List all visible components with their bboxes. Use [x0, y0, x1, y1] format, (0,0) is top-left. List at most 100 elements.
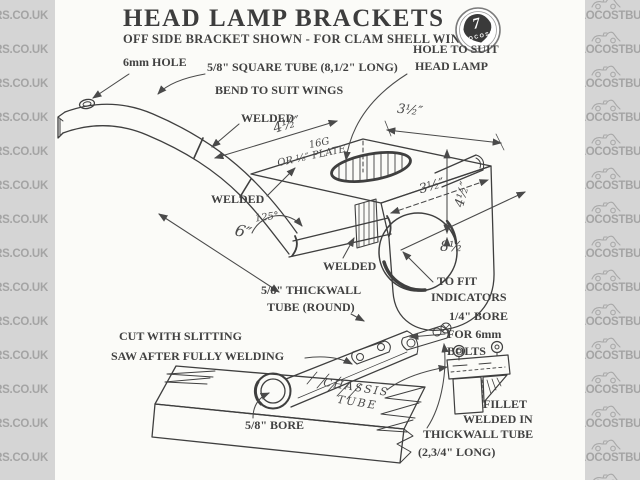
- watermark-text: LOCOSTBUILDERS.CO.UK: [0, 451, 48, 465]
- watermark-text: LOCOSTBUILDERS.CO.UK: [0, 383, 48, 397]
- dimension-lines: [92, 73, 526, 429]
- watermark-tile: LOCOSTBUILDERS.CO.UK: [577, 470, 640, 480]
- watermark-text: LOCOSTBUILDERS.CO.UK: [0, 349, 48, 363]
- label-thickwall-round-2: TUBE (ROUND): [267, 300, 355, 314]
- fillet-detail-drawing: [446, 340, 511, 415]
- watermark-tile: LOCOSTBUILDERS.CO.UK: [0, 436, 73, 470]
- watermark-tile: LOCOSTBUILDERS.CO.UK: [577, 334, 640, 368]
- label-hole-to-suit-1: HOLE TO SUIT: [413, 42, 499, 56]
- watermark-tile: LOCOSTBUILDERS.CO.UK: [577, 436, 640, 470]
- watermark-text: LOCOSTBUILDERS.CO.UK: [0, 9, 48, 23]
- watermark-tile: LOCOSTBUILDERS.CO.UK: [577, 62, 640, 96]
- label-fillet-2: WELDED IN: [463, 412, 533, 426]
- watermark-text: LOCOSTBUILDERS.CO.UK: [0, 247, 48, 261]
- watermark-text: LOCOSTBUILDERS.CO.UK: [579, 451, 640, 465]
- label-thickwall-tube-2: (2,3/4" LONG): [418, 445, 496, 459]
- watermark-text: LOCOSTBUILDERS.CO.UK: [579, 43, 640, 57]
- watermark-tile: LOCOSTBUILDERS.CO.UK: [0, 402, 73, 436]
- watermark-tile: LOCOSTBUILDERS.CO.UK: [577, 402, 640, 436]
- watermark-tile: LOCOSTBUILDERS.CO.UK: [0, 198, 73, 232]
- watermark-text: LOCOSTBUILDERS.CO.UK: [579, 77, 640, 91]
- watermark-text: LOCOSTBUILDERS.CO.UK: [0, 145, 48, 159]
- watermark-car-icon: [591, 65, 621, 78]
- watermark-tile: LOCOSTBUILDERS.CO.UK: [0, 96, 73, 130]
- watermark-tile: LOCOSTBUILDERS.CO.UK: [577, 28, 640, 62]
- label-to-fit-2: INDICATORS: [431, 290, 507, 304]
- watermark-tile: LOCOSTBUILDERS.CO.UK: [0, 164, 73, 198]
- watermark-text: LOCOSTBUILDERS.CO.UK: [579, 9, 640, 23]
- label-thickwall-round-1: 5/8" THICKWALL: [261, 283, 362, 297]
- watermark-car-icon: [593, 473, 618, 480]
- label-square-tube: 5/8" SQUARE TUBE (8,1/2" LONG): [207, 60, 398, 74]
- page-title: HEAD LAMP BRACKETS: [123, 5, 445, 32]
- watermark-car-icon: [591, 337, 621, 350]
- label-thickwall-tube-1: THICKWALL TUBE: [423, 427, 534, 441]
- watermark-tile: LOCOSTBUILDERS.CO.UK: [0, 62, 73, 96]
- watermark-tile: LOCOSTBUILDERS.CO.UK: [0, 266, 73, 300]
- watermark-tile: LOCOSTBUILDERS.CO.UK: [577, 368, 640, 402]
- label-hole-to-suit-2: HEAD LAMP: [415, 59, 488, 73]
- watermark-text: LOCOSTBUILDERS.CO.UK: [579, 349, 640, 363]
- watermark-car-icon: [591, 439, 621, 452]
- watermark-tile: LOCOSTBUILDERS.CO.UK: [0, 130, 73, 164]
- watermark-tile: LOCOSTBUILDERS.CO.UK: [577, 164, 640, 198]
- watermark-car-icon: [591, 405, 621, 418]
- label-welded-top: WELDED: [241, 111, 295, 125]
- watermark-text: LOCOSTBUILDERS.CO.UK: [579, 213, 640, 227]
- watermark-car-icon: [591, 201, 621, 214]
- watermark-text: LOCOSTBUILDERS.CO.UK: [579, 315, 640, 329]
- label-fillet-1: FILLET: [483, 397, 528, 411]
- watermark-text: LOCOSTBUILDERS.CO.UK: [579, 179, 640, 193]
- watermark-car-icon: [591, 133, 621, 146]
- locost-logo: 7 LOCOST: [453, 5, 503, 60]
- watermark-tile: LOCOSTBUILDERS.CO.UK: [0, 0, 73, 28]
- watermark-tile: LOCOSTBUILDERS.CO.UK: [577, 0, 640, 28]
- label-quarter-bore-2: FOR 6mm: [447, 327, 502, 341]
- label-58-bore: 5/8" BORE: [245, 418, 305, 432]
- watermark-tile: LOCOSTBUILDERS.CO.UK: [577, 232, 640, 266]
- watermark-tile: LOCOSTBUILDERS.CO.UK: [577, 300, 640, 334]
- watermark-car-icon: [591, 99, 621, 112]
- watermark-text: LOCOSTBUILDERS.CO.UK: [0, 417, 48, 431]
- bracket-sketch: [57, 73, 526, 464]
- label-quarter-bore-1: 1/4" BORE: [449, 309, 509, 323]
- drawing-sheet: HEAD LAMP BRACKETS OFF SIDE BRACKET SHOW…: [55, 0, 585, 480]
- page-subtitle: OFF SIDE BRACKET SHOWN - FOR CLAM SHELL …: [123, 32, 478, 46]
- watermark-text: LOCOSTBUILDERS.CO.UK: [0, 281, 48, 295]
- watermark-text: LOCOSTBUILDERS.CO.UK: [0, 43, 48, 57]
- watermark-text: LOCOSTBUILDERS.CO.UK: [579, 281, 640, 295]
- label-bend-to-suit: BEND TO SUIT WINGS: [215, 83, 344, 97]
- watermark-car-icon: [591, 235, 621, 248]
- label-quarter-bore-3: BOLTS: [447, 344, 486, 358]
- watermark-text: LOCOSTBUILDERS.CO.UK: [579, 383, 640, 397]
- watermark-text: LOCOSTBUILDERS.CO.UK: [579, 417, 640, 431]
- watermark-car-icon: [591, 303, 621, 316]
- label-to-fit-1: TO FIT: [437, 274, 478, 288]
- watermark-tile: LOCOSTBUILDERS.CO.UK: [577, 130, 640, 164]
- watermark-text: LOCOSTBUILDERS.CO.UK: [579, 247, 640, 261]
- watermark-tile: LOCOSTBUILDERS.CO.UK: [0, 368, 73, 402]
- watermark-tile: LOCOSTBUILDERS.CO.UK: [0, 300, 73, 334]
- watermark-car-icon: [591, 167, 621, 180]
- watermark-tile: LOCOSTBUILDERS.CO.UK: [0, 334, 73, 368]
- watermark-car-icon: [591, 269, 621, 282]
- watermark-text: LOCOSTBUILDERS.CO.UK: [0, 77, 48, 91]
- watermark-tile: LOCOSTBUILDERS.CO.UK: [577, 198, 640, 232]
- watermark-text: LOCOSTBUILDERS.CO.UK: [0, 111, 48, 125]
- label-6mm-hole: 6mm HOLE: [123, 55, 187, 69]
- watermark-tile: LOCOSTBUILDERS.CO.UK: [577, 96, 640, 130]
- label-cut-slitting-2: SAW AFTER FULLY WELDING: [111, 349, 285, 363]
- watermark-text: LOCOSTBUILDERS.CO.UK: [0, 315, 48, 329]
- watermark-tile: LOCOSTBUILDERS.CO.UK: [577, 266, 640, 300]
- watermark-tile: LOCOSTBUILDERS.CO.UK: [0, 28, 73, 62]
- watermark-text: LOCOSTBUILDERS.CO.UK: [0, 213, 48, 227]
- dim-8half: 8½: [440, 239, 463, 255]
- watermark-car-icon: [591, 0, 621, 10]
- watermark-text: LOCOSTBUILDERS.CO.UK: [579, 111, 640, 125]
- logo-number: 7: [471, 15, 483, 32]
- watermark-tile: LOCOSTBUILDERS.CO.UK: [0, 232, 73, 266]
- watermark-car-icon: [591, 371, 621, 384]
- watermark-car-icon: [591, 31, 621, 44]
- label-welded-left: WELDED: [211, 192, 265, 206]
